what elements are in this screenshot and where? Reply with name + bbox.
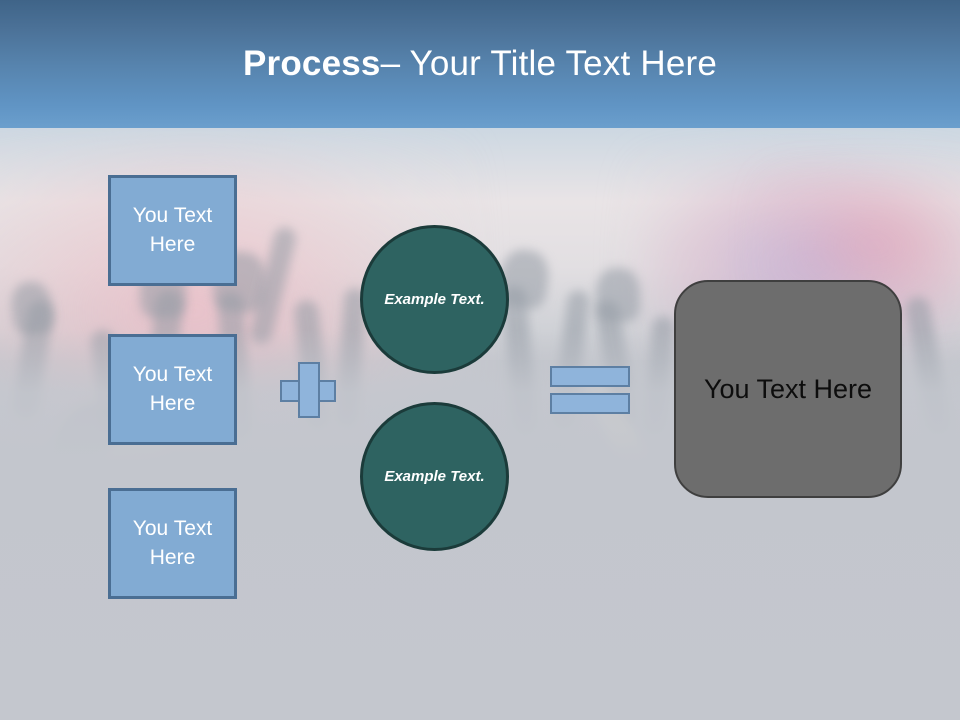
equals-bottom-bar bbox=[550, 393, 630, 414]
example-circle-2-label: Example Text. bbox=[384, 467, 485, 485]
example-circle-1-label: Example Text. bbox=[384, 290, 485, 308]
crowd-hand-silhouette bbox=[596, 268, 640, 322]
input-box-2-label: You Text Here bbox=[132, 363, 213, 415]
input-box-1[interactable]: You Text Here bbox=[108, 175, 237, 286]
result-box[interactable]: You Text Here bbox=[674, 280, 902, 498]
input-box-3-label: You Text Here bbox=[132, 517, 213, 569]
equals-top-bar bbox=[550, 366, 630, 387]
result-box-label: You Text Here bbox=[703, 373, 873, 404]
input-box-1-label: You Text Here bbox=[132, 204, 213, 256]
input-box-2[interactable]: You Text Here bbox=[108, 334, 237, 445]
plus-icon bbox=[280, 362, 336, 418]
example-circle-1[interactable]: Example Text. bbox=[360, 225, 509, 374]
input-box-3[interactable]: You Text Here bbox=[108, 488, 237, 599]
page-title-rest: – Your Title Text Here bbox=[380, 44, 718, 83]
plus-center-fill bbox=[300, 382, 316, 398]
page-title-emphasis: Process bbox=[242, 44, 381, 83]
equals-icon bbox=[550, 366, 630, 414]
example-circle-2[interactable]: Example Text. bbox=[360, 402, 509, 551]
page-title: Process – Your Title Text Here bbox=[0, 0, 960, 128]
title-band bbox=[0, 0, 960, 128]
